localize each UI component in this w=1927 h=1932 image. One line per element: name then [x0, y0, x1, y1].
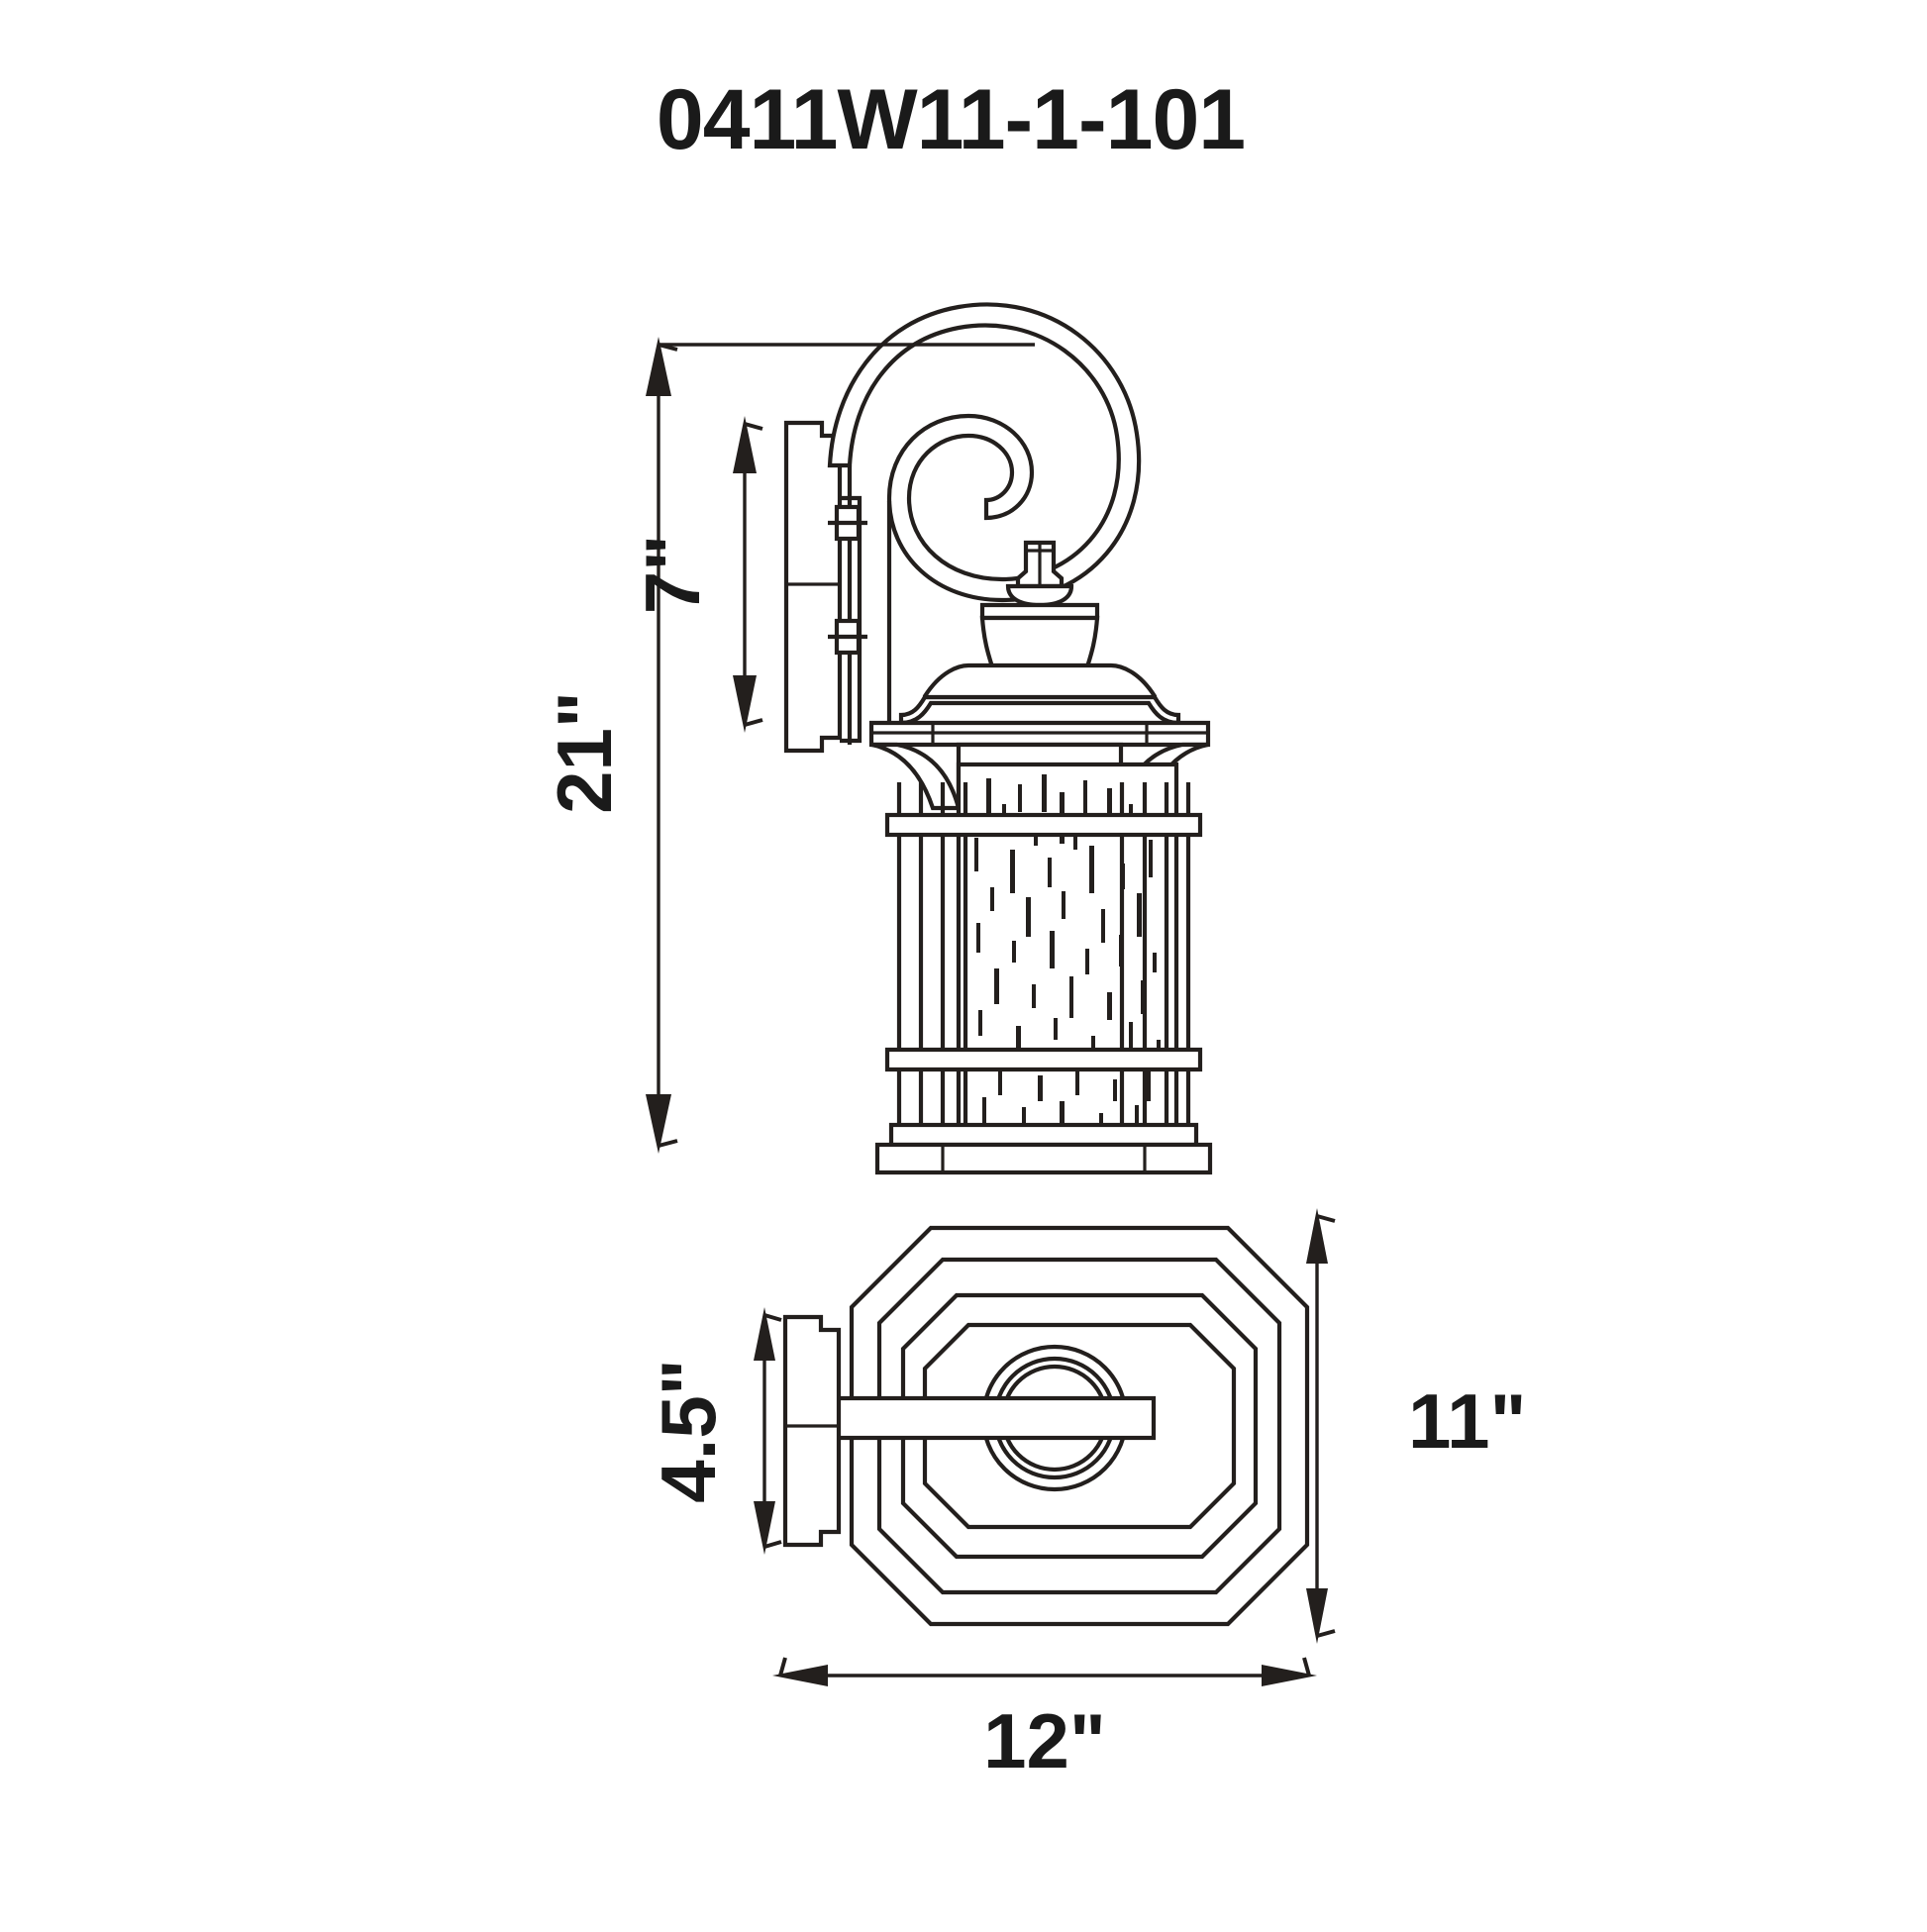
lantern-cage-bars	[896, 782, 1191, 1141]
dimension-12-inch: 12"	[772, 1657, 1317, 1784]
dimension-label-21: 21"	[541, 691, 628, 814]
dimension-label-7: 7"	[629, 535, 716, 614]
lantern-base	[874, 1122, 1213, 1175]
page-title: 0411W11-1-101	[657, 72, 1245, 167]
dimension-label-11: 11"	[1408, 1377, 1526, 1465]
plan-arm-bar	[832, 1395, 1157, 1441]
lantern-cage-rails	[884, 812, 1203, 1072]
dimension-21-inch: 21"	[541, 337, 1035, 1154]
mount-screw-lower	[828, 618, 867, 656]
dimension-label-12: 12"	[983, 1697, 1106, 1784]
dimension-7-inch: 7"	[629, 416, 763, 733]
dimension-45-inch: 4.5"	[645, 1307, 782, 1555]
plan-wall-backplate	[782, 1314, 842, 1548]
top-plan-view: 4.5" 11" 12"	[645, 1208, 1526, 1784]
dimension-label-45: 4.5"	[645, 1359, 732, 1502]
scroll-arm	[827, 302, 1142, 603]
mount-screw-upper	[828, 504, 867, 542]
finial-neck	[1015, 540, 1065, 589]
wall-mount-backplate	[783, 420, 843, 754]
dimension-11-inch: 11"	[1306, 1208, 1526, 1644]
side-elevation-view: 21" 7"	[541, 302, 1213, 1175]
